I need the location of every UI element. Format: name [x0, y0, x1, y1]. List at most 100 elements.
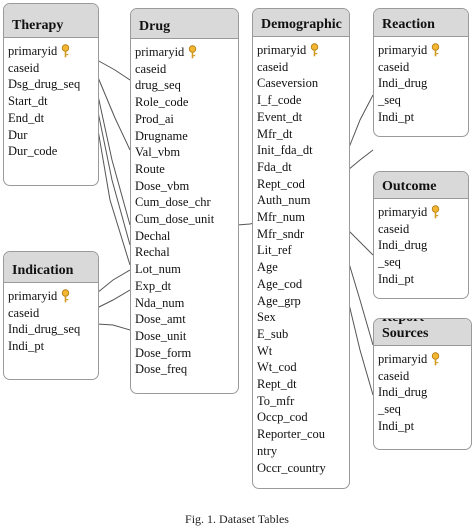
field-row[interactable]: Mfr_dt	[257, 126, 345, 143]
field-row[interactable]: Rechal	[135, 244, 234, 261]
field-row[interactable]: Indi_pt	[8, 338, 94, 355]
field-row[interactable]: Mfr_num	[257, 209, 345, 226]
field-row[interactable]: Indi_drug	[378, 237, 464, 254]
field-row[interactable]: Dsg_drug_seq	[8, 76, 94, 93]
field-list: primaryid caseid Indi_drug _seq Indi_pt	[374, 198, 468, 298]
field-row[interactable]: caseid	[8, 60, 94, 77]
field-row[interactable]: Age	[257, 259, 345, 276]
field-row[interactable]: Indi_drug	[378, 75, 464, 92]
field-row[interactable]: Dose_vbm	[135, 178, 234, 195]
field-row[interactable]: primaryid	[257, 42, 345, 59]
field-row[interactable]: _seq	[378, 401, 467, 418]
field-row[interactable]: Indi_pt	[378, 418, 467, 435]
table-demographic[interactable]: Demographic primaryid caseid Caseversion…	[252, 8, 350, 489]
field-row[interactable]: caseid	[135, 61, 234, 78]
field-row[interactable]: Indi_drug	[378, 384, 467, 401]
table-indication[interactable]: Indication primaryid caseid Indi_drug_se…	[3, 251, 99, 380]
field-row[interactable]: Dose_unit	[135, 328, 234, 345]
field-row[interactable]: Dur_code	[8, 143, 94, 160]
field-row[interactable]: Rept_dt	[257, 376, 345, 393]
field-name: Route	[135, 161, 165, 176]
field-row[interactable]: Rept_cod	[257, 176, 345, 193]
field-row[interactable]: Mfr_sndr	[257, 226, 345, 243]
field-row[interactable]: Occp_cod	[257, 409, 345, 426]
field-name: Dose_amt	[135, 312, 186, 327]
field-row[interactable]: Route	[135, 161, 234, 178]
field-row[interactable]: Val_vbm	[135, 144, 234, 161]
table-title: Therapy	[12, 18, 64, 33]
field-row[interactable]: Nda_num	[135, 295, 234, 312]
field-row[interactable]: Event_dt	[257, 109, 345, 126]
field-row[interactable]: Indi_pt	[378, 271, 464, 288]
field-row[interactable]: Wt	[257, 343, 345, 360]
field-row[interactable]: Wt_cod	[257, 359, 345, 376]
field-row[interactable]: Cum_dose_chr	[135, 194, 234, 211]
field-row[interactable]: To_mfr	[257, 393, 345, 410]
field-name: _seq	[378, 255, 401, 270]
field-row[interactable]: _seq	[378, 92, 464, 109]
field-row[interactable]: ntry	[257, 443, 345, 460]
field-name: primaryid	[378, 205, 428, 219]
field-row[interactable]: Auth_num	[257, 192, 345, 209]
field-name: Dsg_drug_seq	[8, 77, 81, 92]
field-row[interactable]: primaryid	[378, 351, 467, 368]
field-list: primaryid caseid Caseversion I_f_code Ev…	[253, 36, 349, 488]
table-title: Reaction	[382, 17, 435, 32]
field-row[interactable]: I_f_code	[257, 92, 345, 109]
field-row[interactable]: drug_seq	[135, 77, 234, 94]
field-row[interactable]: Reporter_cou	[257, 426, 345, 443]
field-row[interactable]: Dechal	[135, 228, 234, 245]
field-row[interactable]: caseid	[378, 59, 464, 76]
field-row[interactable]: Age_grp	[257, 293, 345, 310]
field-row[interactable]: Indi_pt	[378, 109, 464, 126]
field-row[interactable]: Fda_dt	[257, 159, 345, 176]
field-row[interactable]: Dose_form	[135, 345, 234, 362]
field-row[interactable]: Exp_dt	[135, 278, 234, 295]
field-row[interactable]: caseid	[8, 305, 94, 322]
field-row[interactable]: Age_cod	[257, 276, 345, 293]
field-name: Cum_dose_chr	[135, 195, 211, 210]
field-row[interactable]: Drugname	[135, 128, 234, 145]
field-row[interactable]: End_dt	[8, 110, 94, 127]
field-row[interactable]: primaryid	[378, 42, 464, 59]
field-row[interactable]: Dose_amt	[135, 311, 234, 328]
field-name: _seq	[378, 402, 401, 417]
field-row[interactable]: Occr_country	[257, 460, 345, 477]
field-name: Dose_form	[135, 345, 192, 360]
field-row[interactable]: primaryid	[8, 288, 94, 305]
field-name: caseid	[378, 59, 410, 74]
field-row[interactable]: caseid	[378, 368, 467, 385]
field-row[interactable]: Cum_dose_unit	[135, 211, 234, 228]
field-row[interactable]: Prod_ai	[135, 111, 234, 128]
field-row[interactable]: Start_dt	[8, 93, 94, 110]
field-name: Mfr_sndr	[257, 226, 305, 241]
table-reaction[interactable]: Reaction primaryid caseid Indi_drug _seq…	[373, 8, 469, 137]
field-name: Age_grp	[257, 293, 301, 308]
field-row[interactable]: Indi_drug_seq	[8, 321, 94, 338]
field-list: primaryid caseid Indi_drug _seq Indi_pt	[374, 36, 468, 136]
field-row[interactable]: E_sub	[257, 326, 345, 343]
field-row[interactable]: caseid	[257, 59, 345, 76]
field-name: Mfr_num	[257, 210, 305, 225]
field-row[interactable]: Init_fda_dt	[257, 142, 345, 159]
field-row[interactable]: primaryid	[378, 204, 464, 221]
field-name: Rept_dt	[257, 377, 297, 392]
field-row[interactable]: Lot_num	[135, 261, 234, 278]
field-row[interactable]: Caseversion	[257, 75, 345, 92]
field-row[interactable]: Dur	[8, 127, 94, 144]
field-row[interactable]: primaryid	[8, 43, 94, 60]
key-icon	[311, 43, 319, 57]
field-row[interactable]: Role_code	[135, 94, 234, 111]
table-report-sources[interactable]: Report Sources primaryid caseid Indi_dru…	[373, 318, 472, 450]
field-row[interactable]: Lit_ref	[257, 242, 345, 259]
field-row[interactable]: primaryid	[135, 44, 234, 61]
field-name: caseid	[135, 61, 167, 76]
field-list: primaryid caseid Indi_drug_seq Indi_pt	[4, 282, 98, 379]
field-row[interactable]: caseid	[378, 221, 464, 238]
table-drug[interactable]: Drug primaryid caseid drug_seq Role_code…	[130, 8, 239, 394]
field-row[interactable]: _seq	[378, 254, 464, 271]
table-therapy[interactable]: Therapy primaryid caseid Dsg_drug_seq St…	[3, 3, 99, 186]
table-outcome[interactable]: Outcome primaryid caseid Indi_drug _seq …	[373, 171, 469, 299]
field-row[interactable]: Sex	[257, 309, 345, 326]
field-row[interactable]: Dose_freq	[135, 361, 234, 378]
